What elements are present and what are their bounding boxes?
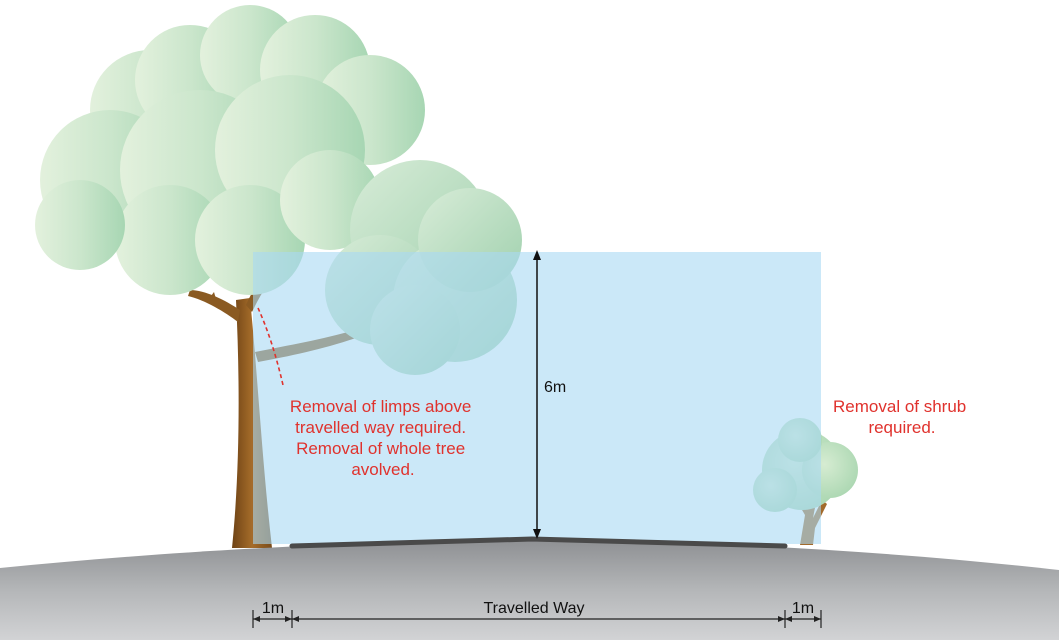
shrub-removal-note: Removal of shrub required. [833,397,971,437]
road-surface [289,536,788,549]
shrub-note-line-2: required. [868,418,935,437]
tree-canopy [35,5,425,295]
right-offset-label: 1m [792,600,814,617]
tree-note-line-4: avolved. [351,460,414,479]
tree-removal-note: Removal of limps above travelled way req… [290,397,476,479]
travelled-way-label: Travelled Way [483,600,584,617]
shrub-note-line-1: Removal of shrub [833,397,966,416]
height-dimension-line [533,250,541,539]
left-offset-label: 1m [262,600,284,617]
width-dimensions [252,610,822,628]
limb-cut-line [257,307,284,386]
ground [0,540,1059,640]
tree-note-line-3: Removal of whole tree [296,439,465,458]
tree-note-line-2: travelled way required. [295,418,466,437]
tree-note-line-1: Removal of limps above [290,397,471,416]
height-label: 6m [544,379,566,396]
